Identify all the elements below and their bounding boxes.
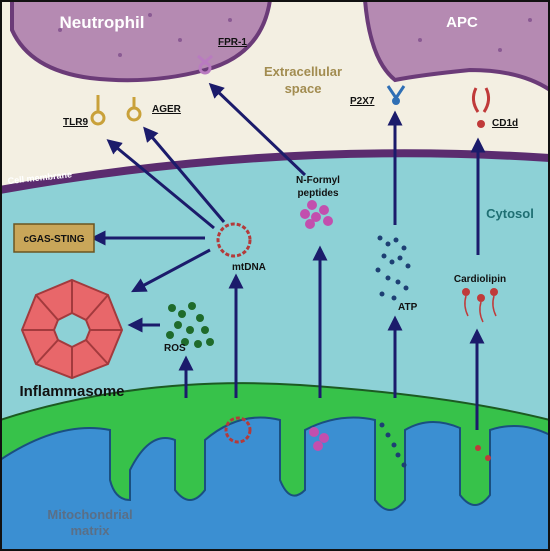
arrow-mtdna-to-ager	[143, 126, 226, 223]
fpr1-label: FPR-1	[218, 37, 247, 48]
cgas-sting-label: cGAS-STING	[23, 234, 84, 245]
cgas-sting-box	[13, 223, 95, 253]
atp-label: ATP	[398, 302, 418, 313]
cd1d-receptor	[471, 87, 491, 128]
cardiolipin-cluster	[462, 288, 498, 323]
mtdna-in-mitochondrion	[224, 416, 252, 444]
atp-in-mitochondrion	[379, 422, 407, 468]
nformyl-label-line1: N-Formyl	[296, 175, 340, 186]
apc-cell	[362, 0, 550, 93]
atp-cluster	[375, 235, 411, 301]
mtdna-cluster	[216, 222, 252, 258]
ros-label: ROS	[164, 343, 186, 354]
ager-receptor	[126, 97, 142, 122]
cell-membrane	[0, 149, 550, 194]
cardiolipin-in-mitochondrion	[475, 445, 491, 461]
arrow-peptides-to-fpr1	[208, 82, 307, 177]
p2x7-label: P2X7	[350, 96, 375, 107]
ager-label: AGER	[152, 104, 182, 115]
nformyl-peptides-cluster	[300, 200, 333, 229]
tlr9-receptor	[90, 95, 106, 126]
apc-label: APC	[446, 14, 478, 31]
mitochondrion	[0, 382, 550, 551]
extracellular-label-line2: space	[285, 81, 322, 96]
arrow-mtdna-to-tlr9	[106, 139, 215, 230]
matrix-label-line2: matrix	[70, 523, 110, 538]
p2x7-receptor	[386, 85, 406, 105]
tlr9-label: TLR9	[63, 117, 88, 128]
cd1d-label: CD1d	[492, 118, 518, 129]
mtdna-label: mtDNA	[232, 262, 266, 273]
cardiolipin-label: Cardiolipin	[454, 274, 506, 285]
ros-cluster	[166, 302, 214, 348]
inflammasome-icon	[20, 278, 124, 380]
matrix-label-line1: Mitochondrial	[47, 507, 132, 522]
extracellular-label-line1: Extracellular	[264, 64, 342, 79]
peptides-in-mitochondrion	[309, 427, 329, 451]
fpr1-receptor	[197, 54, 213, 75]
neutrophil-label: Neutrophil	[60, 13, 145, 32]
arrows	[90, 82, 486, 430]
arrow-mtdna-to-inflammasome	[131, 248, 211, 293]
nformyl-label-line2: peptides	[297, 188, 339, 199]
inflammasome-label: Inflammasome	[19, 383, 124, 400]
cytosol-label: Cytosol	[486, 206, 534, 221]
